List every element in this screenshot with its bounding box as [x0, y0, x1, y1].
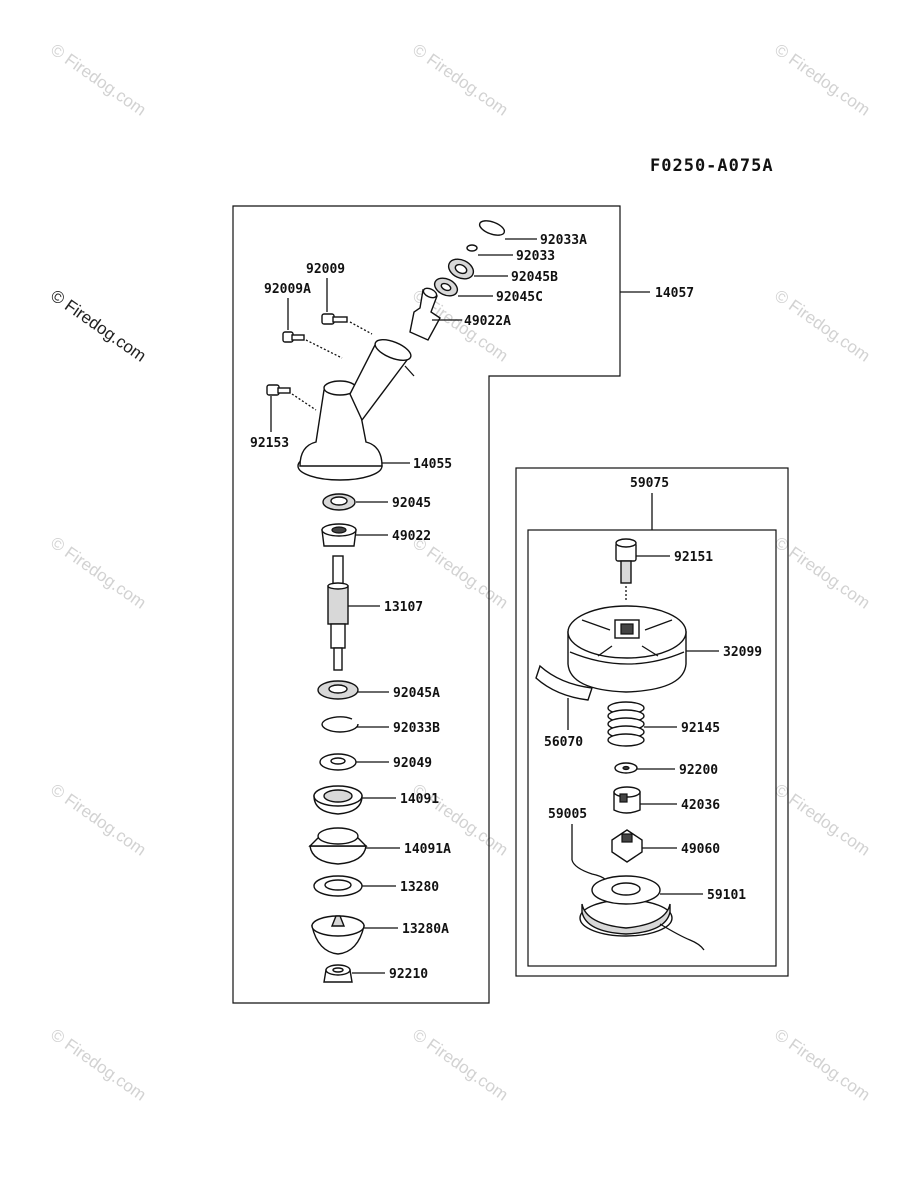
holder-14091 [313, 785, 363, 815]
cover-13280 [313, 875, 363, 897]
label-92045B: 92045B [511, 270, 558, 285]
bearing-92045C [433, 277, 459, 297]
label-92145: 92145 [681, 721, 720, 736]
diagram-code: F0250-A075A [650, 156, 774, 176]
label-sticker-56070 [535, 664, 593, 701]
label-92045: 92045 [392, 496, 431, 511]
label-59005: 59005 [548, 807, 587, 822]
label-92210: 92210 [389, 967, 428, 982]
circlip-92033B [321, 716, 359, 733]
label-14055: 14055 [413, 457, 452, 472]
label-49060: 49060 [681, 842, 720, 857]
gear-case-14055 [297, 339, 415, 481]
label-13280: 13280 [400, 880, 439, 895]
holder-14091A [308, 827, 368, 865]
label-42036: 42036 [681, 798, 720, 813]
label-14057: 14057 [655, 286, 694, 301]
gear-case-group-outline [232, 205, 621, 1004]
label-13280A: 13280A [402, 922, 449, 937]
spring-92145 [607, 701, 645, 747]
collar-42036 [613, 786, 641, 814]
bearing-92045A [317, 680, 359, 700]
housing-32099 [567, 605, 687, 693]
bolt-92009A [282, 331, 343, 359]
bearing-92045 [322, 493, 356, 511]
label-92033: 92033 [516, 249, 555, 264]
label-92009A: 92009A [264, 282, 311, 297]
label-59075: 59075 [630, 476, 669, 491]
label-92151: 92151 [674, 550, 713, 565]
ring-92033 [466, 244, 478, 252]
label-92033B: 92033B [393, 721, 440, 736]
washer-92200 [614, 762, 638, 774]
label-14091A: 14091A [404, 842, 451, 857]
label-92045C: 92045C [496, 290, 543, 305]
washer-92049 [319, 753, 357, 771]
nut-92210 [323, 964, 353, 983]
bolt-92009 [321, 313, 373, 335]
cover-13280A [311, 915, 365, 955]
label-92200: 92200 [679, 763, 718, 778]
spool-59101 [579, 875, 705, 951]
label-92009: 92009 [306, 262, 345, 277]
label-92033A: 92033A [540, 233, 587, 248]
label-59101: 59101 [707, 888, 746, 903]
shaft-13107 [327, 555, 349, 671]
gear-49022 [321, 523, 357, 547]
label-49022: 49022 [392, 529, 431, 544]
nut-49060 [611, 829, 643, 863]
bolt-92153 [266, 384, 317, 411]
circlip-92033A [478, 220, 506, 236]
cutter-head-outer-outline [515, 467, 789, 977]
label-14091: 14091 [400, 792, 439, 807]
bolt-92151 [615, 538, 637, 600]
bearing-92045B [447, 258, 475, 280]
label-13107: 13107 [384, 600, 423, 615]
label-92045A: 92045A [393, 686, 440, 701]
label-56070: 56070 [544, 735, 583, 750]
label-32099: 32099 [723, 645, 762, 660]
pinion-49022A [409, 287, 441, 341]
line-59005 [571, 859, 607, 881]
label-92049: 92049 [393, 756, 432, 771]
label-92153: 92153 [250, 436, 289, 451]
label-49022A: 49022A [464, 314, 511, 329]
